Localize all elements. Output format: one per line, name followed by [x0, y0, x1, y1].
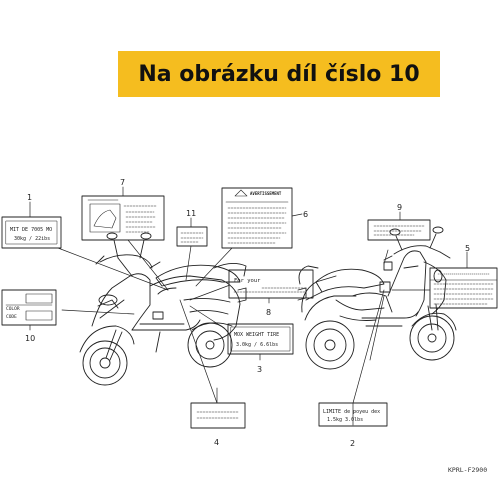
label-11-plate — [176, 226, 208, 247]
label-9-plate — [367, 219, 431, 241]
callout-7: 7 — [120, 178, 125, 187]
part-number-banner: Na obrázku díl číslo 10 — [118, 51, 440, 97]
label-8-line-1: For your — [234, 278, 261, 284]
label-3-plate — [227, 323, 294, 355]
callout-6: 6 — [303, 210, 308, 219]
label-2-plate — [318, 402, 388, 427]
label-10-plate — [1, 289, 57, 326]
label-5-plate — [429, 267, 498, 309]
callout-11: 11 — [186, 209, 196, 218]
label-6-plate — [221, 187, 293, 249]
label-10-code: CODE — [6, 314, 17, 320]
label-6-header: AVERTISSEMENT — [250, 191, 282, 196]
label-10-color: COLOR — [6, 306, 20, 312]
label-1-line-2: 30kg / 22ibs — [14, 236, 50, 242]
callout-3: 3 — [257, 365, 262, 374]
label-3-line-2: 3.0kg / 6.6lbs — [236, 342, 278, 348]
label-8-plate — [228, 269, 314, 299]
callout-8: 8 — [266, 308, 271, 317]
label-2-line-2: 1.5kg 3.0lbs — [327, 417, 363, 423]
callout-4: 4 — [214, 438, 219, 447]
label-3-line-1: MOX WEIGHT TIRE — [234, 332, 279, 338]
leader-lines — [29, 186, 468, 426]
catalog-code: KPRL-F2900 — [448, 466, 487, 474]
callout-9: 9 — [397, 203, 402, 212]
label-2-line-1: LIMITE de poyeu dex — [323, 409, 380, 415]
label-1-line-1: MIT DE 7005 MO — [10, 227, 52, 233]
label-4-plate — [190, 402, 246, 429]
callout-2: 2 — [350, 439, 355, 448]
callout-1: 1 — [27, 193, 32, 202]
callout-5: 5 — [465, 244, 470, 253]
label-1-plate — [1, 216, 62, 249]
label-7-plate — [81, 195, 165, 241]
scooter-right-illustration — [297, 226, 457, 370]
callout-10: 10 — [25, 334, 35, 343]
scooter-left-illustration — [79, 232, 247, 386]
